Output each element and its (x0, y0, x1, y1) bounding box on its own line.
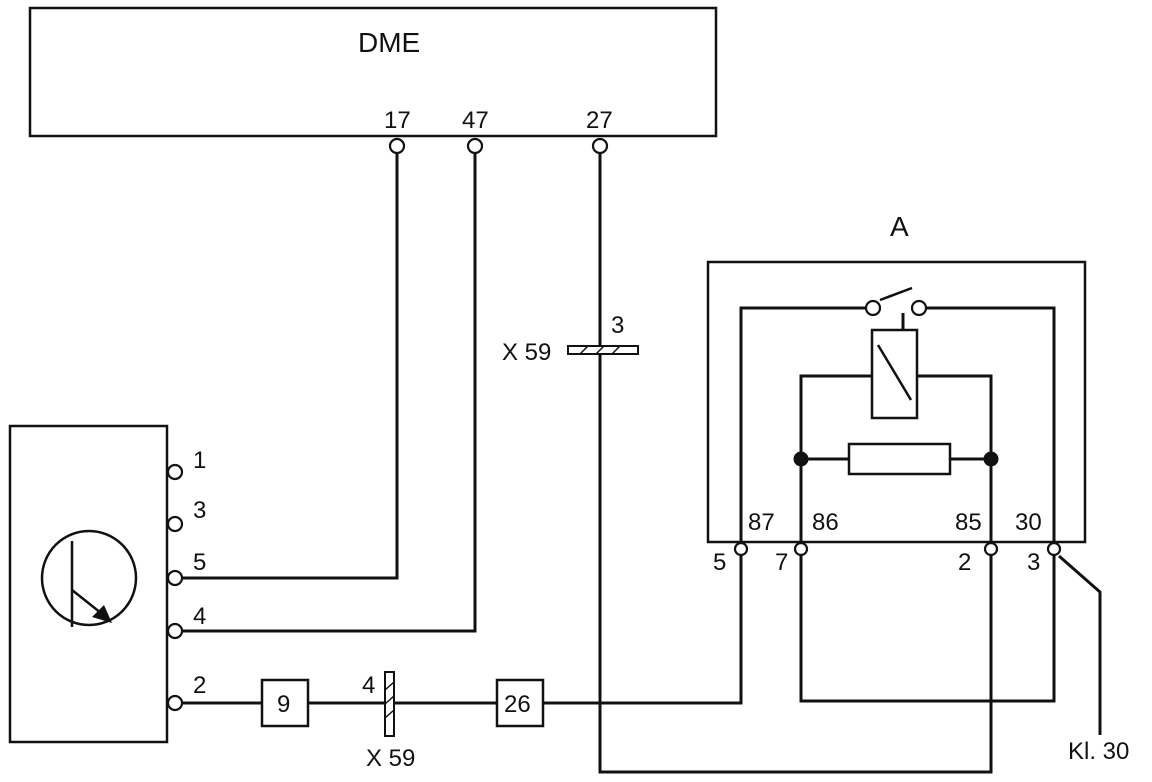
relay-wire-87-switch (739, 306, 873, 554)
relay-terminal-86 (793, 541, 809, 557)
wire-dme17-to-gauge5 (181, 153, 399, 580)
relay-switch-contact (879, 286, 913, 302)
x59-lower-pin-label: 4 (362, 672, 375, 699)
gauge-terminal-2 (166, 694, 184, 712)
relay-pin-85-label: 85 (955, 509, 982, 536)
gauge-terminal-3 (166, 515, 184, 533)
component-26 (495, 678, 545, 728)
kl30-label: Kl. 30 (1068, 738, 1129, 765)
relay-terminal-85 (983, 541, 999, 557)
relay-resistor (847, 442, 952, 476)
relay-wire-85-coil (917, 374, 993, 554)
x59-upper-pin-label: 3 (611, 312, 624, 339)
dme-terminal-27 (591, 137, 609, 155)
gauge-pin-1-label: 1 (193, 447, 206, 474)
wire-dme27-to-relay85 (598, 153, 993, 774)
relay-switch-terminal-right (910, 299, 928, 317)
relay-connector-pin-3-label: 3 (1027, 549, 1040, 576)
component-26-label: 26 (504, 691, 531, 718)
component-9 (260, 678, 310, 728)
wire-relay86-to-relay30 (799, 554, 1056, 703)
x59-lower-label: X 59 (366, 745, 415, 772)
gauge-pin-4-label: 4 (193, 603, 206, 630)
dme-pin-17-label: 17 (384, 107, 411, 134)
relay-label: A (890, 211, 909, 242)
gauge-dial (40, 529, 138, 627)
x59-upper-label: X 59 (502, 339, 551, 366)
dme-terminal-47 (466, 137, 484, 155)
junction-dot-85 (983, 451, 999, 467)
relay-wire-86-coil (799, 374, 872, 554)
dme-terminal-17 (388, 137, 406, 155)
wire-dme47-to-gauge4 (181, 153, 477, 633)
dme-pin-27-label: 27 (586, 107, 613, 134)
gauge-terminal-5 (166, 569, 184, 587)
wire-kl30-feed (1058, 554, 1102, 735)
dme-pin-47-label: 47 (462, 107, 489, 134)
relay-connector-pin-5-label: 5 (713, 549, 726, 576)
dme-unit (28, 6, 718, 138)
wire-26-to-relay87 (543, 554, 743, 705)
relay-pin-86-label: 86 (812, 509, 839, 536)
relay-connector-pin-2-label: 2 (958, 549, 971, 576)
relay-wire-30-switch (919, 306, 1056, 554)
gauge-pin-5-label: 5 (193, 549, 206, 576)
relay-connector-pin-7-label: 7 (775, 549, 788, 576)
relay-switch-terminal-left (864, 299, 882, 317)
relay-terminal-87 (733, 541, 749, 557)
gauge-terminal-4 (166, 622, 184, 640)
x59-lower-connector (384, 671, 395, 737)
gauge-pin-2-label: 2 (193, 672, 206, 699)
gauge-terminal-1 (166, 463, 184, 481)
gauge-pin-3-label: 3 (193, 497, 206, 524)
gauge-unit (8, 424, 169, 744)
relay-pin-87-label: 87 (748, 509, 775, 536)
gauge-needle-arrow-icon (92, 605, 112, 623)
relay-pin-30-label: 30 (1015, 509, 1042, 536)
relay-terminal-30 (1046, 541, 1062, 557)
dme-label: DME (358, 27, 420, 58)
junction-dot-86 (793, 451, 809, 467)
component-9-label: 9 (277, 691, 290, 718)
